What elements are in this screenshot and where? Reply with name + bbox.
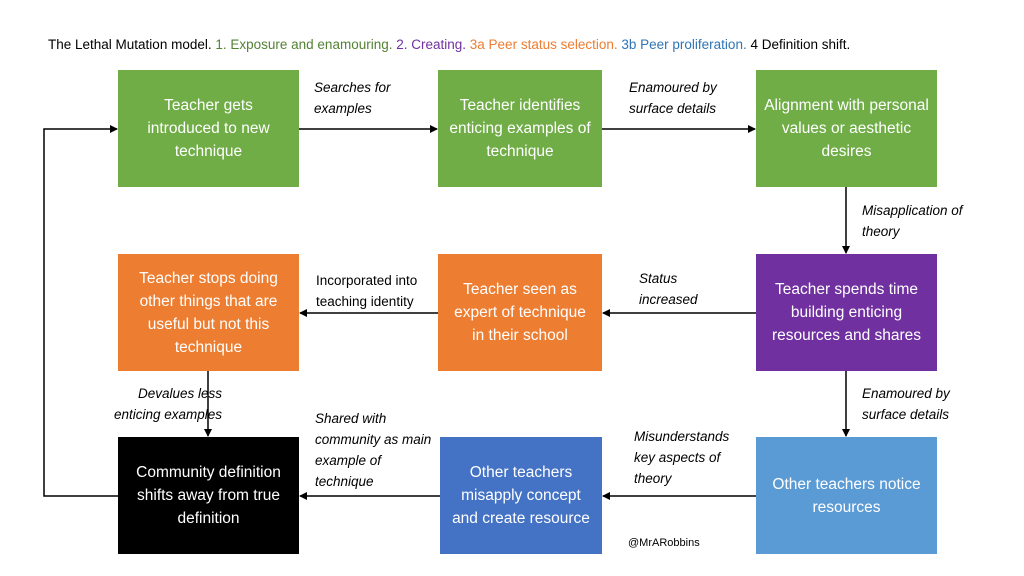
box-definition-shifts: Community definition shifts away from tr… (118, 437, 299, 554)
box-misapply-concept: Other teachers misapply concept and crea… (440, 437, 602, 554)
box-seen-as-expert: Teacher seen as expert of technique in t… (438, 254, 602, 371)
title-prefix: The Lethal Mutation model. (48, 37, 216, 52)
label-shared: Shared with community as main example of… (315, 411, 432, 489)
title-stage-2: 2. Creating. (396, 37, 470, 52)
diagram-title: The Lethal Mutation model. 1. Exposure a… (48, 37, 850, 52)
author-credit: @MrARobbins (628, 537, 700, 549)
label-searches: Searches for examples (314, 80, 391, 116)
label-enamoured-2: Enamoured by surface details (862, 386, 950, 422)
title-stage-3b: 3b Peer proliferation. (621, 37, 751, 52)
title-stage-1: 1. Exposure and enamouring. (215, 37, 397, 52)
label-status: Status increased (639, 271, 698, 307)
box-notice-resources: Other teachers notice resources (756, 437, 937, 554)
title-stage-3a: 3a Peer status selection. (469, 37, 622, 52)
title-stage-4: 4 Definition shift. (750, 37, 851, 52)
label-devalues: Devalues less enticing examples (113, 386, 222, 422)
arrow-loop-7-1 (43, 125, 118, 497)
box-alignment: Alignment with personal values or aesthe… (756, 70, 937, 187)
box-introduced: Teacher gets introduced to new technique (118, 70, 299, 187)
box-identifies-examples: Teacher identifies enticing examples of … (438, 70, 602, 187)
label-incorporated: Incorporated into teaching identity (316, 273, 418, 309)
label-misapplication: Misapplication of theory (862, 203, 963, 239)
box-stops-other-things: Teacher stops doing other things that ar… (118, 254, 299, 371)
label-misunderstands: Misunderstands key aspects of theory (634, 429, 730, 486)
box-builds-resources: Teacher spends time building enticing re… (756, 254, 937, 371)
label-enamoured-1: Enamoured by surface details (629, 80, 717, 116)
